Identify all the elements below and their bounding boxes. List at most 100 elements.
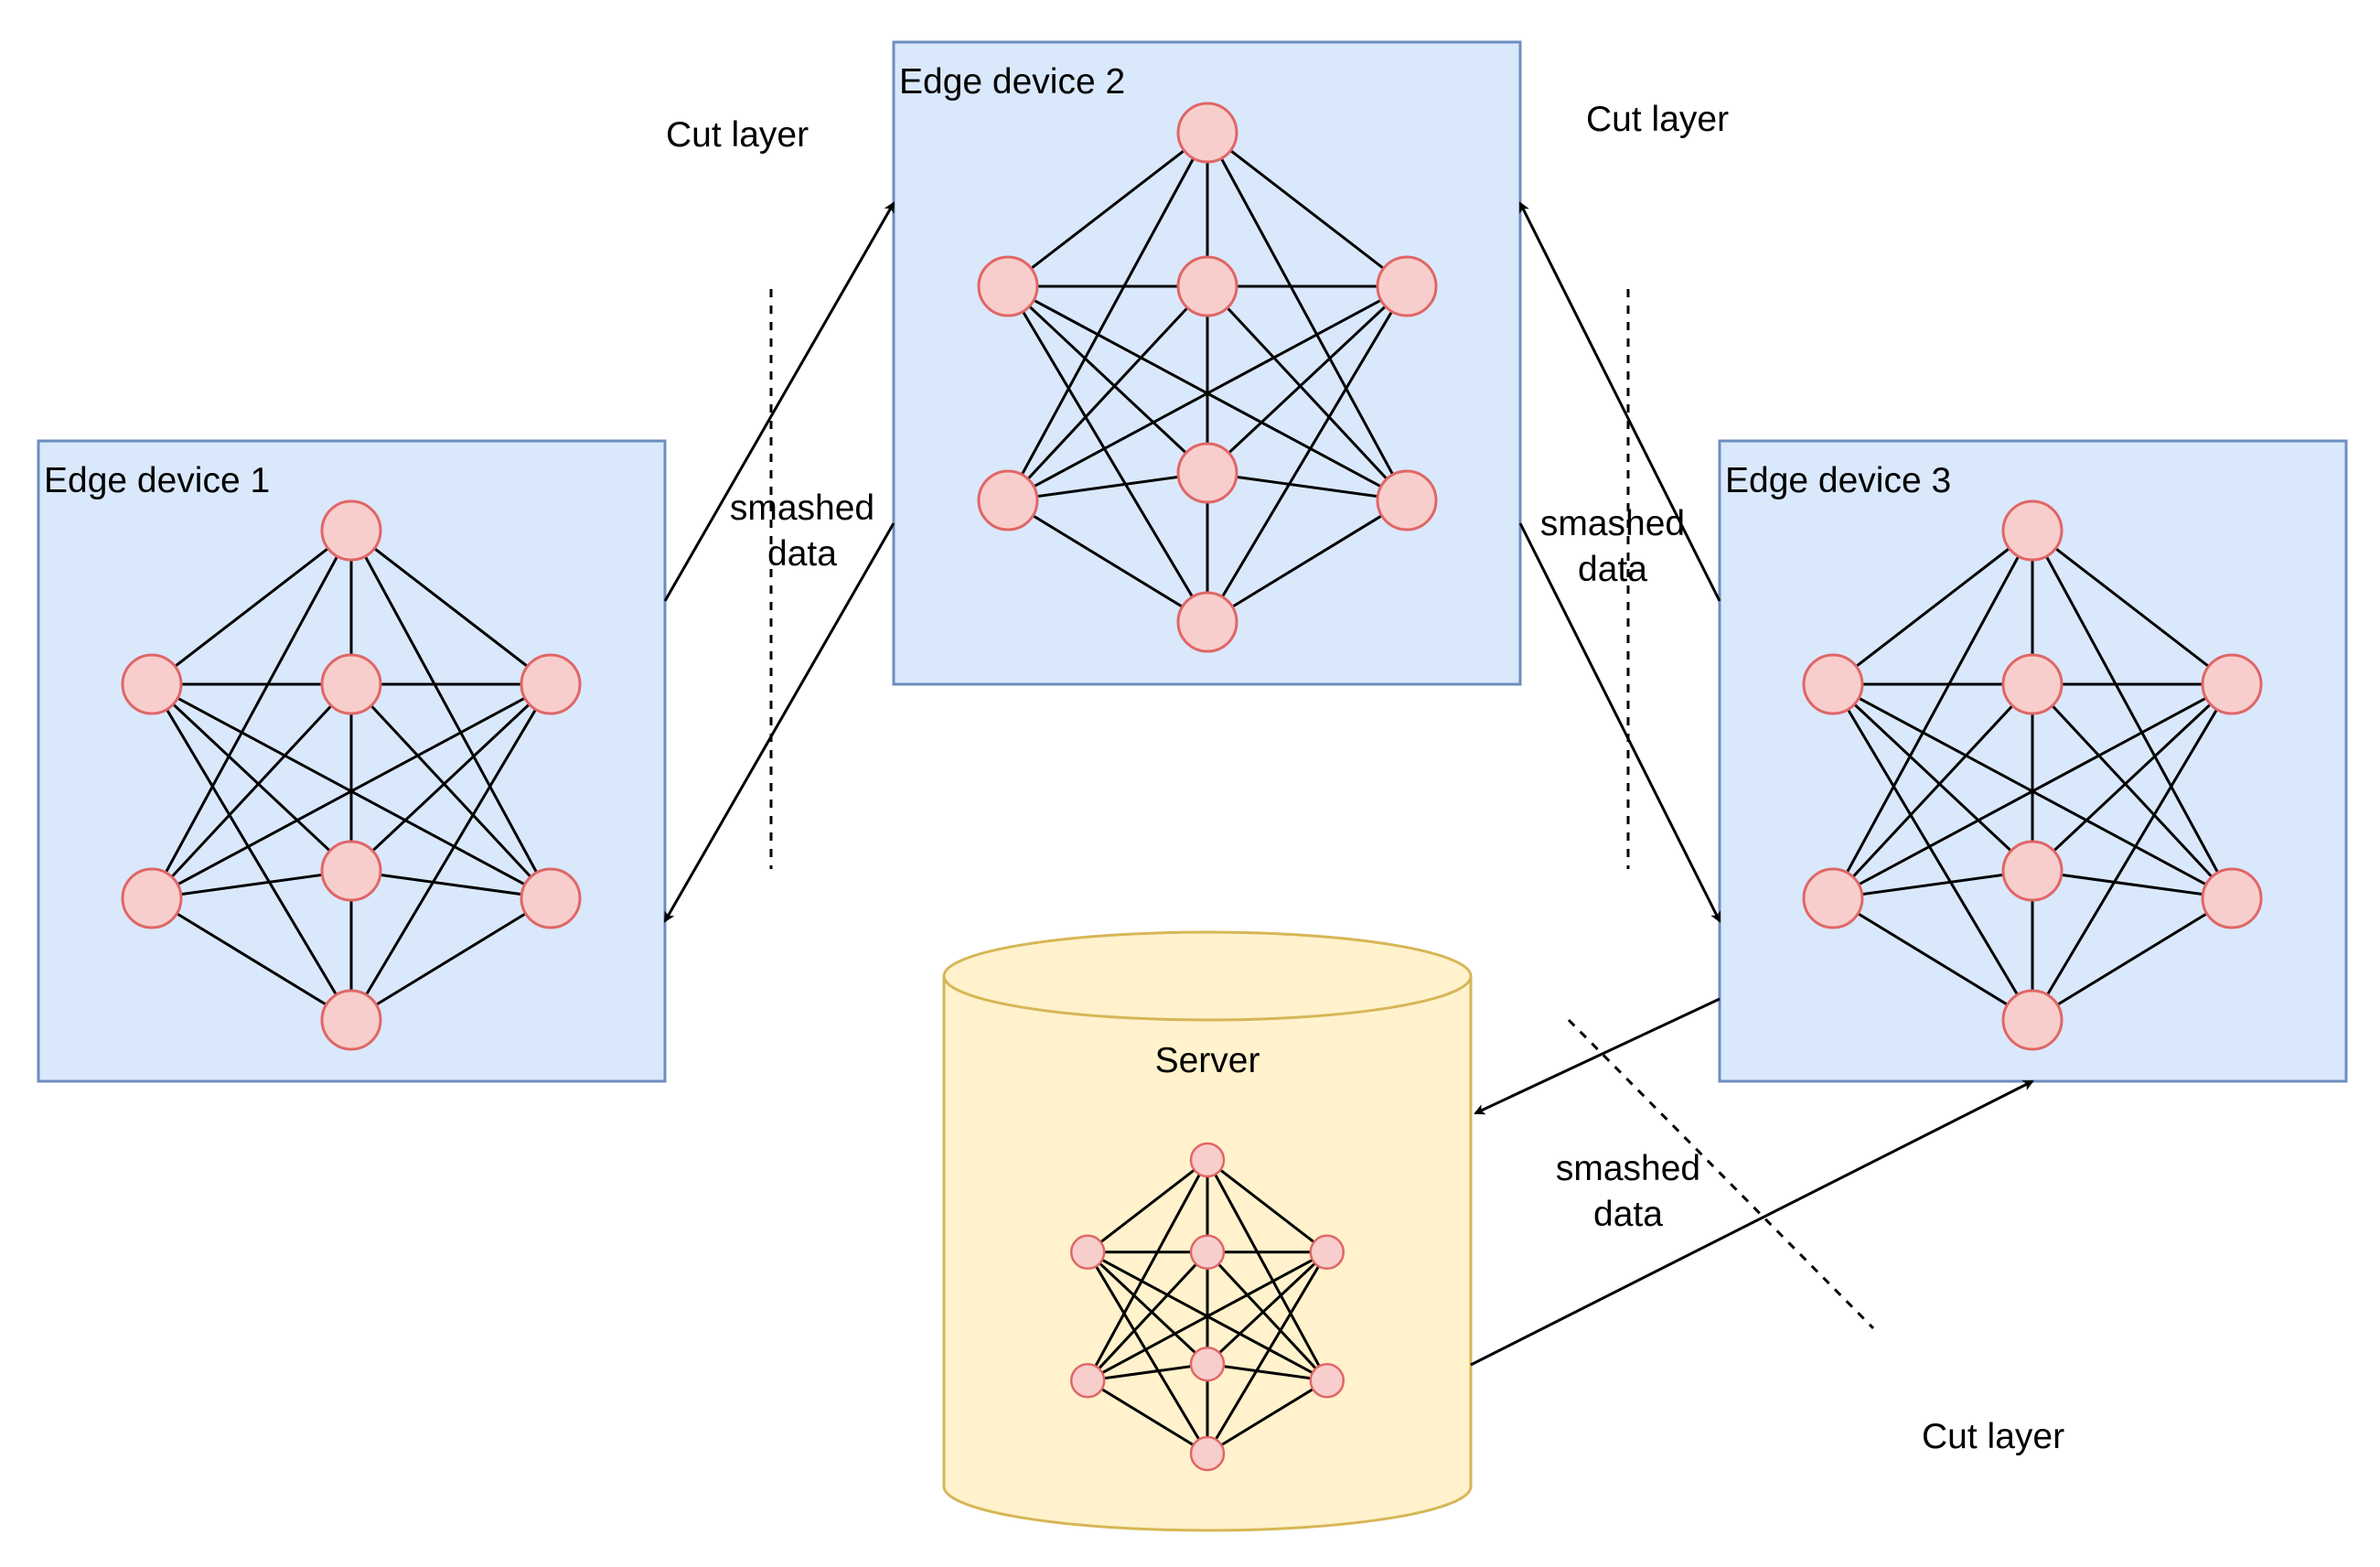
cut-layer-label-2: Cut layer	[1586, 100, 1729, 139]
network-node	[1376, 469, 1438, 531]
network-edge	[2032, 896, 2233, 1022]
network-node	[2201, 653, 2263, 715]
network-edge	[1206, 499, 1408, 624]
network-edge	[349, 682, 552, 900]
network-edge	[1006, 284, 1209, 475]
network-node	[2001, 499, 2064, 562]
edge-device-3-label: Edge device 3	[1725, 461, 1951, 500]
network-node	[1802, 867, 1864, 929]
network-edge	[349, 683, 552, 1021]
network-edge	[1831, 682, 2034, 873]
network-node	[121, 867, 183, 929]
network-edge	[151, 869, 352, 900]
network-edge	[1006, 285, 1209, 623]
network-edge	[1206, 1250, 1328, 1366]
edge-device-3: Edge device 3	[1718, 439, 2348, 1083]
network-node	[977, 469, 1039, 531]
network-node	[320, 989, 382, 1051]
network-edge	[2032, 869, 2233, 900]
network-node	[977, 255, 1039, 317]
network-node	[2001, 989, 2064, 1051]
network-edge	[1006, 132, 1209, 501]
edge-device-1: Edge device 1	[37, 439, 667, 1083]
network-edge	[1087, 1250, 1209, 1382]
arrow-device3-to-device2	[1518, 201, 1721, 602]
network-edge	[1007, 471, 1208, 502]
network-edge	[1206, 285, 1409, 623]
network-edge	[1206, 1362, 1328, 1382]
network-edge	[1206, 1159, 1329, 1381]
network-node	[320, 653, 382, 715]
edge-device-1-network	[121, 499, 582, 1051]
arrow-device2-to-device1	[663, 522, 895, 923]
cut-layer-label-1: Cut layer	[666, 115, 809, 155]
network-node	[1176, 255, 1238, 317]
server: Server	[942, 930, 1473, 1532]
network-node	[1189, 1234, 1226, 1271]
smashed-data-label-1-line1: smashed	[730, 488, 874, 528]
network-edge	[150, 530, 353, 899]
server-cylinder-top	[942, 930, 1473, 1022]
network-edge	[1087, 1379, 1208, 1455]
network-node	[1176, 102, 1238, 164]
network-node	[1376, 255, 1438, 317]
network-edge	[1831, 683, 2034, 1021]
network-edge	[1087, 1158, 1208, 1253]
network-node	[1309, 1234, 1345, 1271]
network-edge	[2031, 682, 2234, 873]
network-edge	[1206, 1158, 1328, 1253]
network-edge	[1206, 1251, 1329, 1454]
network-edge	[151, 896, 352, 1022]
cut-line-3	[1567, 1018, 1875, 1330]
network-edge	[350, 529, 552, 686]
network-edge	[150, 682, 353, 873]
edge-device-2-label: Edge device 2	[899, 62, 1125, 102]
network-edge	[1832, 529, 2033, 686]
network-edge	[349, 530, 552, 899]
network-node	[2001, 840, 2064, 902]
network-node	[520, 867, 582, 929]
network-edge	[1206, 1379, 1328, 1455]
network-edge	[1832, 896, 2033, 1022]
network-edge	[2031, 682, 2234, 900]
server-network	[1069, 1142, 1345, 1472]
network-edge	[1831, 530, 2034, 899]
network-node	[2001, 653, 2064, 715]
smashed-data-label-3-line2: data	[1593, 1195, 1663, 1234]
network-edge	[349, 682, 552, 873]
network-edge	[150, 683, 353, 1021]
network-edge	[1206, 132, 1409, 501]
network-node	[320, 499, 382, 562]
network-edge	[1006, 284, 1209, 502]
network-edge	[1832, 869, 2033, 900]
smashed-data-label-3-line1: smashed	[1556, 1149, 1700, 1188]
network-node	[1189, 1346, 1226, 1382]
network-node	[1176, 591, 1238, 653]
network-edge	[1086, 1251, 1209, 1454]
network-node	[1069, 1234, 1106, 1271]
network-edge	[1086, 1159, 1209, 1381]
network-node	[1189, 1142, 1226, 1178]
network-node	[121, 653, 183, 715]
smashed-data-label-2-line2: data	[1578, 550, 1647, 589]
network-edge	[1206, 131, 1408, 288]
network-edge	[1831, 682, 2034, 900]
network-edge	[1206, 284, 1409, 475]
network-edge	[350, 869, 552, 900]
network-edge	[2031, 530, 2234, 899]
network-edge	[1007, 131, 1208, 288]
network-edge	[150, 682, 353, 900]
edge-device-2: Edge device 2	[892, 40, 1522, 686]
network-node	[2201, 867, 2263, 929]
network-edge	[1087, 1362, 1208, 1382]
network-node	[320, 840, 382, 902]
arrow-device1-to-device2	[663, 201, 895, 602]
network-edge	[1087, 1250, 1209, 1366]
arrow-device3-to-server	[1474, 997, 1721, 1115]
cut-layer-label-3: Cut layer	[1922, 1417, 2064, 1456]
network-node	[1176, 442, 1238, 504]
network-node	[1189, 1435, 1226, 1472]
network-edge	[1007, 499, 1208, 624]
server-label: Server	[1155, 1041, 1260, 1080]
